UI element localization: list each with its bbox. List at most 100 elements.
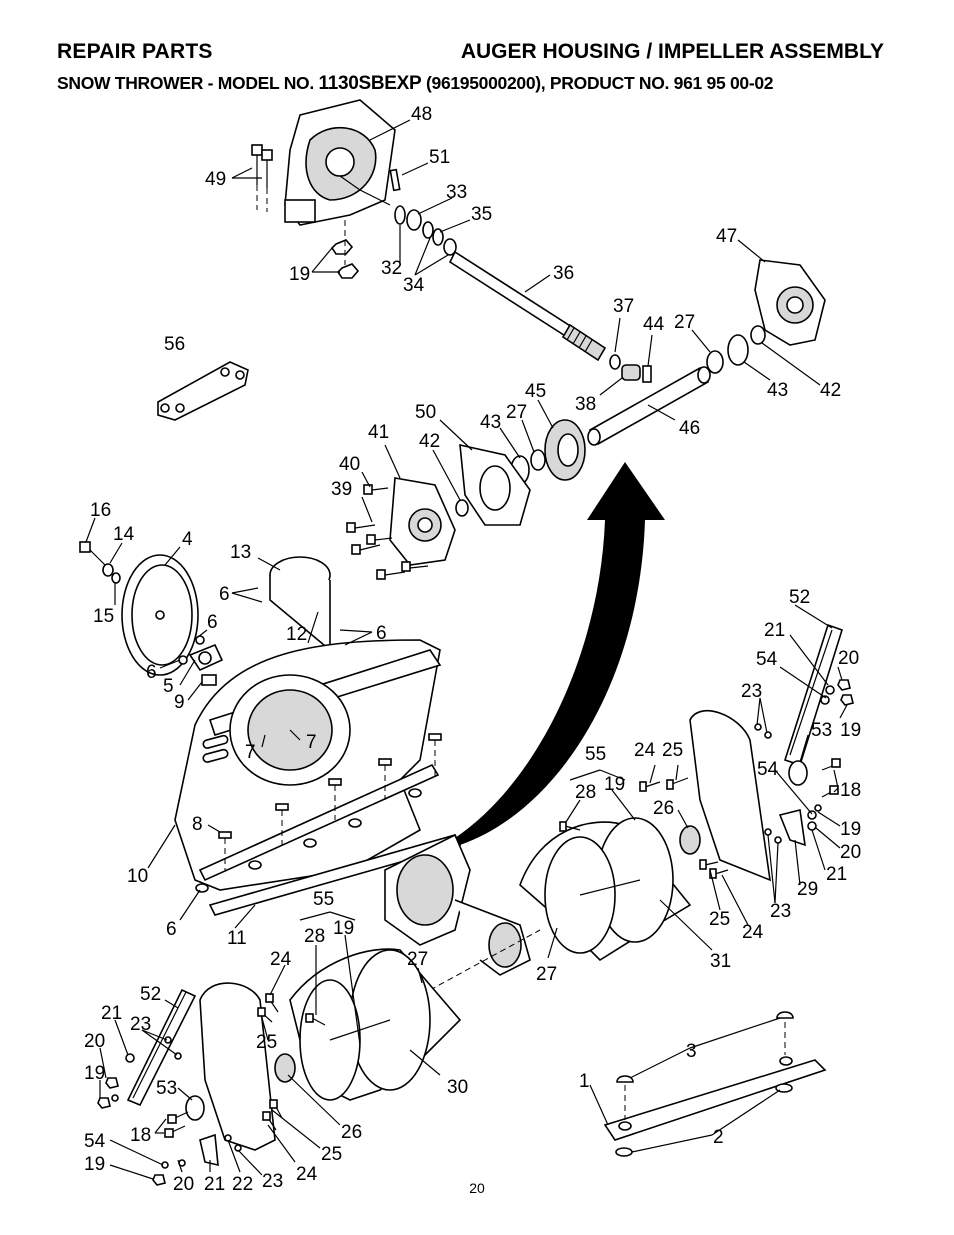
callout-18: 18: [840, 780, 861, 801]
carriage-bolts-8: [195, 733, 442, 893]
callout-38: 38: [575, 394, 596, 415]
callout-49: 49: [205, 169, 226, 190]
callout-16: 16: [90, 500, 111, 521]
callout-6: 6: [146, 662, 157, 683]
skid-hardware-left: [97, 1036, 242, 1186]
bearing-flange-5-9: [178, 635, 224, 686]
callout-19: 19: [333, 918, 354, 939]
callout-50: 50: [415, 402, 436, 423]
page-number: 20: [469, 1180, 485, 1196]
callout-46: 46: [679, 418, 700, 439]
callout-19: 19: [604, 774, 625, 795]
callout-24: 24: [634, 740, 656, 761]
callout-37: 37: [613, 296, 634, 317]
callout-20: 20: [840, 842, 861, 863]
bolts-39-40: [346, 484, 429, 580]
bolt-pair-49: [251, 144, 273, 212]
callout-6: 6: [207, 612, 218, 633]
callout-7: 7: [245, 742, 256, 763]
callout-41: 41: [368, 422, 389, 443]
callout-54: 54: [756, 649, 778, 670]
callout-14: 14: [113, 524, 135, 545]
worm-shaft-36: [448, 250, 607, 362]
callout-28: 28: [575, 782, 596, 803]
model-suffix: (96195000200), PRODUCT NO. 961 95 00-02: [425, 73, 774, 93]
callout-19: 19: [84, 1154, 105, 1175]
callout-42: 42: [820, 380, 841, 401]
callout-48: 48: [411, 104, 432, 125]
callout-52: 52: [789, 587, 810, 608]
callout-23: 23: [262, 1171, 283, 1192]
callout-6: 6: [219, 584, 230, 605]
callout-42: 42: [419, 431, 440, 452]
callout-3: 3: [686, 1041, 697, 1062]
callout-9: 9: [174, 692, 185, 713]
callout-25: 25: [662, 740, 683, 761]
callout-23: 23: [741, 681, 762, 702]
callout-23: 23: [130, 1014, 151, 1035]
scraper-bar-11: [198, 763, 462, 916]
callout-5: 5: [163, 676, 174, 697]
callout-28: 28: [304, 926, 325, 947]
callout-29: 29: [797, 879, 818, 900]
callout-53: 53: [811, 720, 832, 741]
bolts-24-25-right: [559, 777, 729, 879]
bracket-56: [157, 361, 249, 421]
callout-10: 10: [127, 866, 148, 887]
pulley-4: [121, 554, 199, 676]
callout-24: 24: [270, 949, 292, 970]
callout-34: 34: [403, 275, 425, 296]
callout-26: 26: [341, 1122, 362, 1143]
auger-left-30: [289, 948, 462, 1101]
callout-24: 24: [296, 1164, 318, 1185]
callout-6: 6: [376, 623, 387, 644]
callout-40: 40: [339, 454, 360, 475]
model-number: 1130SBEXP: [318, 73, 422, 94]
callout-56: 56: [164, 334, 185, 355]
auger-right-31: [519, 817, 692, 962]
callout-36: 36: [553, 263, 574, 284]
callout-19: 19: [840, 819, 861, 840]
callout-20: 20: [173, 1174, 194, 1195]
callout-25: 25: [321, 1144, 342, 1165]
parts-37-38-44: [609, 354, 652, 383]
washers-32-35: [394, 205, 457, 256]
callout-52: 52: [140, 984, 161, 1005]
callout-7: 7: [306, 732, 317, 753]
callout-1: 1: [579, 1071, 590, 1092]
callout-44: 44: [643, 314, 665, 335]
bushing-42-43-right: [706, 325, 766, 374]
callout-19: 19: [289, 264, 310, 285]
callout-27: 27: [536, 964, 557, 985]
callout-19: 19: [84, 1063, 105, 1084]
callout-25: 25: [256, 1032, 277, 1053]
bearing-26-left: [274, 1053, 296, 1083]
callout-6: 6: [166, 919, 177, 940]
chute-ring-13: [269, 556, 331, 652]
callout-26: 26: [653, 798, 674, 819]
page-title: REPAIR PARTS: [57, 40, 213, 63]
callout-21: 21: [764, 620, 785, 641]
callout-20: 20: [84, 1031, 105, 1052]
callout-31: 31: [710, 951, 731, 972]
end-plate-right: [689, 709, 771, 882]
callout-43: 43: [480, 412, 501, 433]
callout-30: 30: [447, 1077, 468, 1098]
callout-21: 21: [826, 864, 847, 885]
callout-13: 13: [230, 542, 251, 563]
callout-53: 53: [156, 1078, 177, 1099]
callout-39: 39: [331, 479, 352, 500]
end-plate-left: [199, 982, 276, 1151]
callout-8: 8: [192, 814, 203, 835]
callout-33: 33: [446, 182, 467, 203]
callout-20: 20: [838, 648, 859, 669]
shave-plate-1: [603, 1011, 827, 1157]
callout-23: 23: [770, 901, 791, 922]
callout-18: 18: [130, 1125, 151, 1146]
callout-55: 55: [585, 744, 606, 765]
callout-12: 12: [286, 624, 307, 645]
model-prefix: SNOW THROWER - MODEL NO.: [57, 73, 314, 93]
skid-52-right: [783, 623, 843, 767]
worm-gear-45: [510, 419, 586, 485]
